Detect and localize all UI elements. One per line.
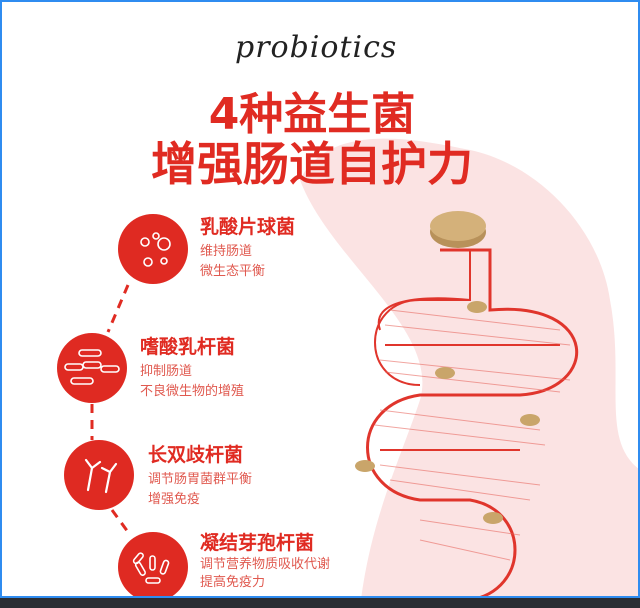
strain-name: 凝结芽孢杆菌 <box>200 532 315 554</box>
tablet-icon <box>430 211 486 248</box>
bottom-bar <box>0 596 640 608</box>
script-heading: probiotics <box>235 30 398 65</box>
tablet-fragments <box>355 301 540 524</box>
body-silhouette <box>300 138 640 608</box>
dashed-connector <box>90 284 130 533</box>
intestine-illustration <box>366 248 579 602</box>
rod-chain-icon <box>57 333 127 403</box>
headline-line1: 4种益生菌 <box>208 89 416 140</box>
intestine-hatching <box>374 309 571 561</box>
strain-desc: 抑制肠道不良微生物的增殖 <box>140 364 245 399</box>
strain-desc: 维持肠道微生态平衡 <box>200 244 266 279</box>
strain-desc: 调节肠胃菌群平衡增强免疫 <box>148 472 253 507</box>
strain-name: 乳酸片球菌 <box>200 216 296 238</box>
headline-line2: 增强肠道自护力 <box>151 137 473 191</box>
bacilli-icon <box>118 532 188 602</box>
strain-desc: 调节营养物质吸收代谢提高免疫力 <box>200 557 331 590</box>
branched-bacteria-icon <box>64 440 134 510</box>
cocci-icon <box>118 214 188 284</box>
strain-name: 长双歧杆菌 <box>148 444 244 466</box>
strain-name: 嗜酸乳杆菌 <box>140 336 236 358</box>
